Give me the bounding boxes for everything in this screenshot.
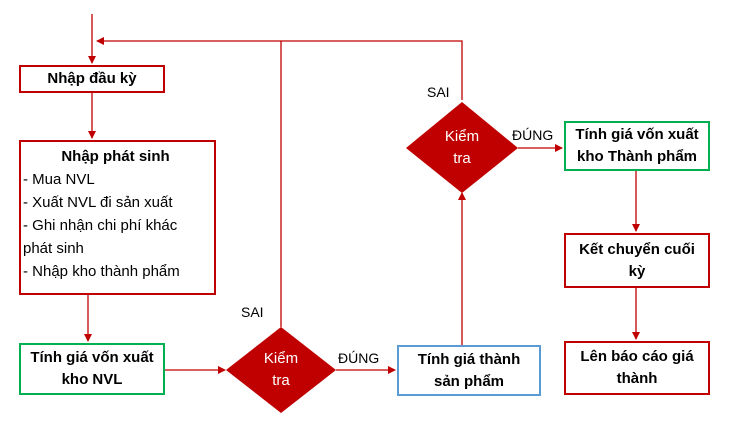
node-material-cost-line: Tính giá vốn xuất xyxy=(30,349,154,366)
node-finished-cost: Tính giá vốn xuất kho Thành phẩm xyxy=(564,121,710,171)
node-transactions-item: - Nhập kho thành phẩm xyxy=(23,263,180,280)
edge-label-check-1-true: ĐÚNG xyxy=(338,350,380,366)
node-transactions-item: - Mua NVL xyxy=(23,171,95,188)
node-period-close-line: kỳ xyxy=(628,262,646,280)
decision-2-label-line: tra xyxy=(453,150,471,167)
edge-label-check-1-false: SAI xyxy=(241,304,264,320)
decision-1-label-line: tra xyxy=(272,372,290,389)
node-opening-entry-label: Nhập đầu kỳ xyxy=(47,70,137,87)
node-transactions: Nhập phát sinh - Mua NVL - Xuất NVL đi s… xyxy=(19,140,216,295)
node-period-close: Kết chuyển cuối kỳ xyxy=(564,233,710,288)
node-period-close-line: Kết chuyển cuối xyxy=(579,240,695,258)
decision-1-label: Kiểm tra xyxy=(241,348,321,392)
node-transactions-item: - Xuất NVL đi sản xuất xyxy=(23,194,173,211)
edge-label-check-2-false: SAI xyxy=(427,84,450,100)
node-cost-report-line: thành xyxy=(616,370,658,387)
node-product-cost-line: sản phẩm xyxy=(433,372,505,390)
decision-1-label-line: Kiểm xyxy=(263,350,299,367)
node-finished-cost-line: Tính giá vốn xuất xyxy=(575,126,699,143)
node-cost-report: Lên báo cáo giá thành xyxy=(564,341,710,395)
edge-label-check-2-true: ĐÚNG xyxy=(512,127,554,143)
node-transactions-item: phát sinh xyxy=(23,240,84,257)
node-cost-report-line: Lên báo cáo giá xyxy=(580,348,694,365)
node-material-cost: Tính giá vốn xuất kho NVL xyxy=(19,343,165,395)
node-transactions-item: - Ghi nhận chi phí khác xyxy=(23,217,178,234)
decision-diamond-2 xyxy=(406,102,518,193)
node-finished-cost-line: kho Thành phẩm xyxy=(577,148,697,165)
node-product-cost-line: Tính giá thành xyxy=(417,350,521,368)
decision-2-label-line: Kiểm xyxy=(444,128,480,145)
arrow-check-2-false-loop xyxy=(281,40,463,100)
node-opening-entry: Nhập đầu kỳ xyxy=(19,65,165,93)
node-transactions-title: Nhập phát sinh xyxy=(61,148,170,165)
decision-2-label: Kiểm tra xyxy=(422,126,502,170)
node-material-cost-line: kho NVL xyxy=(61,371,123,388)
node-product-cost: Tính giá thành sản phẩm xyxy=(397,345,541,396)
decision-diamond-1 xyxy=(226,327,336,413)
